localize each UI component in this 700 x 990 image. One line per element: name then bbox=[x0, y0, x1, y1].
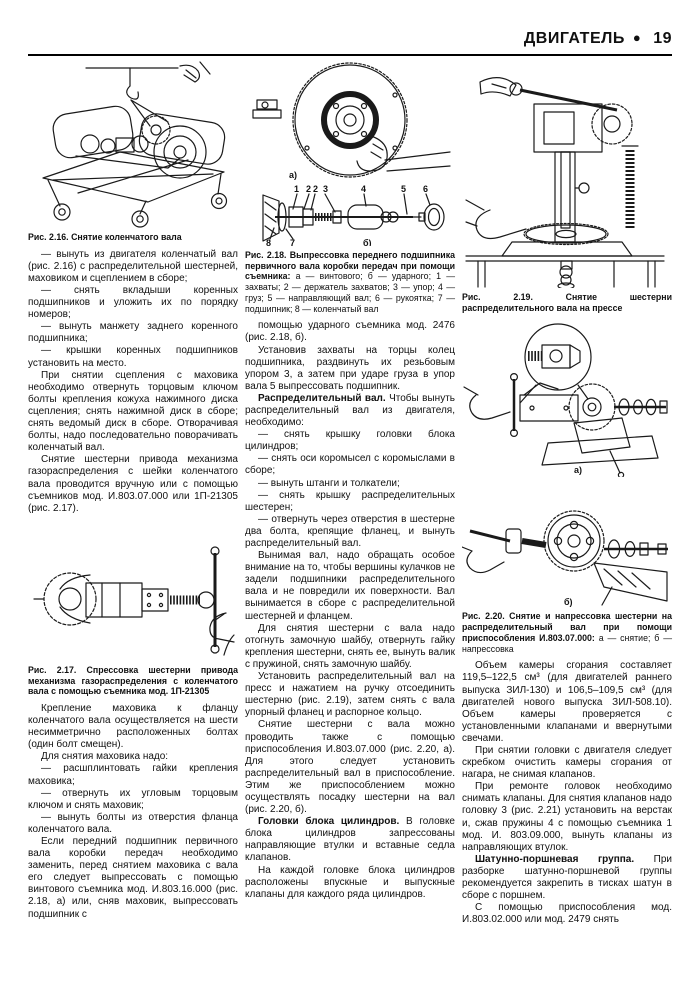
figure-2-16-caption: Рис. 2.16. Снятие коленчатого вала bbox=[28, 232, 182, 242]
section-title: ДВИГАТЕЛЬ bbox=[523, 30, 625, 47]
fig218-part-label-2a: 2 bbox=[306, 184, 311, 194]
figure-2-19-caption: Рис. 2.19. Снятие шестерни распределител… bbox=[462, 292, 672, 313]
paragraph: С помощью приспособления мод. И.803.02.0… bbox=[462, 902, 672, 926]
bullet-icon: ● bbox=[632, 30, 642, 45]
gear-puller-drawing bbox=[33, 546, 235, 656]
fig218-sublabel-a: а) bbox=[289, 170, 297, 180]
figure-2-19-illustration bbox=[462, 60, 672, 288]
fig220-sublabel-a: а) bbox=[574, 465, 582, 475]
figure-2-18-caption-legend: а — винтового; б — ударного; 1 — захваты… bbox=[245, 271, 455, 314]
paragraph: Объем камеры сгорания составляет 119,5–1… bbox=[462, 660, 672, 744]
page-header: ДВИГАТЕЛЬ ● 19 bbox=[28, 30, 672, 56]
figure-2-20a-illustration: а) bbox=[462, 319, 672, 478]
paragraph-lead: Шатунно-поршневая группа. bbox=[475, 853, 635, 865]
paragraph: — снять крышку распределительных шестере… bbox=[245, 489, 455, 513]
paragraph: При снятии сцепления с маховика необходи… bbox=[28, 369, 238, 454]
paragraph: — вынуть штанги и толкатели; bbox=[258, 477, 400, 489]
paragraph-text: При разборке шатунно-поршневой группы ре… bbox=[462, 853, 672, 902]
column-3: Рис. 2.19. Снятие шестерни распределител… bbox=[462, 60, 672, 970]
paragraph: — крышки коренных подшипников установить… bbox=[28, 345, 238, 369]
fig218-part-label-2b: 2 bbox=[313, 184, 318, 194]
fig218-part-label-3: 3 bbox=[323, 184, 328, 194]
paragraph: Установить распределительный вал на прес… bbox=[245, 671, 455, 719]
paragraph: — вынуть манжету заднего коренного подши… bbox=[28, 321, 238, 345]
paragraph: — отвернуть их угловым торцовым ключом и… bbox=[28, 787, 238, 811]
camshaft-gear-removal-drawing: а) bbox=[463, 323, 668, 478]
paragraph: Для снятия шестерни с вала надо отогнуть… bbox=[245, 622, 455, 670]
paragraph: — вынуть из двигателя коленчатый вал (ри… bbox=[28, 248, 238, 284]
paragraph: Снятие шестерни с вала можно проводить т… bbox=[245, 719, 455, 816]
paragraph-lead: Распределительный вал. bbox=[258, 392, 386, 404]
figure-2-17-caption: Рис. 2.17. Спрессовка шестерни привода м… bbox=[28, 664, 238, 697]
paragraph: помощью ударного съемника мод. 2476 (рис… bbox=[245, 320, 455, 344]
fig220-sublabel-b: б) bbox=[564, 597, 573, 607]
paragraph: При ремонте головок необходимо снимать к… bbox=[462, 781, 672, 853]
crankshaft-removal-drawing bbox=[42, 61, 228, 228]
paragraph: Для снятия маховика надо: bbox=[41, 751, 169, 763]
column-1: Рис. 2.16. Снятие коленчатого вала — вын… bbox=[28, 60, 238, 970]
figure-2-18-illustration: а) bbox=[245, 60, 455, 246]
figure-2-17-illustration bbox=[28, 519, 238, 661]
paragraph: — вынуть болты из отверстия фланца колен… bbox=[28, 811, 238, 835]
figure-2-18-caption: Рис. 2.18. Выпрессовка переднего подшипн… bbox=[245, 250, 455, 314]
figure-2-20b-illustration: б) bbox=[462, 477, 672, 607]
figure-2-20-caption-title: Рис. 2.20. Снятие и напрессовка шестерни… bbox=[462, 611, 672, 643]
figure-2-20-caption: Рис. 2.20. Снятие и напрессовка шестерни… bbox=[462, 611, 672, 654]
page-number: 19 bbox=[653, 30, 672, 47]
paragraph: — снять вкладыши коренных подшипников и … bbox=[28, 285, 238, 321]
fig218-part-label-6: 6 bbox=[423, 184, 428, 194]
paragraph: — отвернуть через отверстия в шестерне д… bbox=[245, 513, 455, 549]
paragraph-text: В головке блока цилиндров запрессованы н… bbox=[245, 816, 455, 864]
paragraph: На каждой головке блока цилиндров распол… bbox=[245, 864, 455, 900]
figure-2-16-illustration bbox=[28, 60, 238, 228]
paragraph: Крепление маховика к фланцу коленчатого … bbox=[28, 702, 238, 751]
paragraph: — расшплинтовать гайки крепления маховик… bbox=[28, 763, 238, 787]
paragraph: Если передний подшипник первичного вала … bbox=[28, 835, 238, 920]
paragraph: — снять оси коромысел с коромыслами в сб… bbox=[245, 453, 455, 477]
bearing-puller-drawing: а) bbox=[252, 62, 451, 246]
paragraph-lead: Головки блока цилиндров. bbox=[258, 816, 400, 828]
paragraph: При снятии головки с двигателя следует с… bbox=[462, 744, 672, 781]
paragraph-heads-heading: Головки блока цилиндров. В головке блока… bbox=[245, 816, 455, 864]
fig218-part-label-4: 4 bbox=[361, 184, 366, 194]
paragraph: — снять крышку головки блока цилиндров; bbox=[245, 429, 455, 453]
column-2: а) bbox=[245, 60, 455, 970]
paragraph-rods-heading: Шатунно-поршневая группа. При разборке ш… bbox=[462, 854, 672, 902]
fig218-part-label-5: 5 bbox=[401, 184, 406, 194]
camshaft-gear-install-drawing: б) bbox=[462, 510, 668, 607]
fig218-sublabel-b: б) bbox=[363, 238, 372, 246]
press-drawing bbox=[465, 77, 665, 288]
paragraph-text: Чтобы вынуть распределительный вал из дв… bbox=[245, 392, 455, 429]
paragraph: Установив захваты на торцы колец подшипн… bbox=[245, 344, 455, 392]
fig218-part-label-7: 7 bbox=[290, 238, 295, 246]
paragraph: Вынимая вал, надо обращать особое вниман… bbox=[245, 550, 455, 622]
fig218-part-label-8: 8 bbox=[266, 238, 271, 246]
three-column-layout: Рис. 2.16. Снятие коленчатого вала — вын… bbox=[28, 60, 672, 970]
paragraph: Снятие шестерни привода механизма газора… bbox=[28, 454, 238, 514]
figure-2-20-caption-legend: а — снятие; б — напрессовка bbox=[462, 632, 672, 654]
paragraph-camshaft-heading: Распределительный вал. Чтобы вынуть расп… bbox=[245, 393, 455, 429]
figure-2-18-caption-title: Рис. 2.18. Выпрессовка переднего подшипн… bbox=[245, 250, 455, 282]
fig218-part-label-1: 1 bbox=[294, 184, 299, 194]
